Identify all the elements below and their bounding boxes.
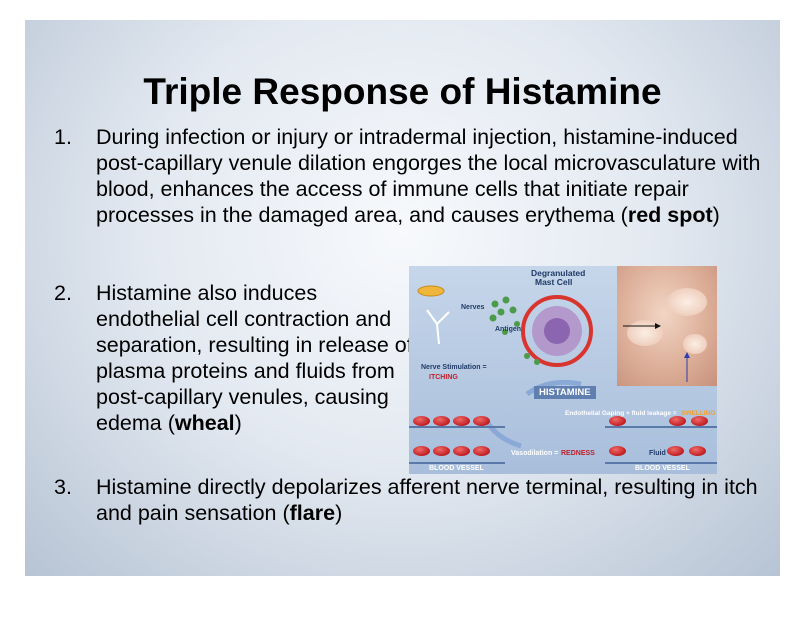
fluid-label: Fluid (649, 450, 666, 457)
list-number: 1. (54, 125, 72, 149)
blood-vessel-wall (409, 462, 505, 464)
red-blood-cell (433, 416, 450, 426)
histamine-label-box (534, 386, 596, 399)
text: ) (234, 411, 242, 435)
red-blood-cell (413, 446, 430, 456)
blood-vessel-wall (409, 426, 505, 428)
bold-term: flare (289, 501, 336, 525)
blood-vessel-label: BLOOD VESSEL (429, 465, 484, 472)
list-number: 2. (54, 281, 72, 305)
bold-term: wheal (174, 411, 235, 435)
blood-vessel-wall (605, 462, 717, 464)
text: ) (335, 501, 343, 525)
text: Histamine directly depolarizes afferent … (96, 475, 758, 525)
vasodilation-label: Vasodilation = (511, 450, 559, 457)
blood-vessel-wall (605, 426, 717, 428)
text: During infection or injury or intraderma… (96, 125, 761, 227)
nerves-label: Nerves (461, 304, 485, 311)
redness-arrow-icon (482, 416, 522, 449)
slide-title: Triple Response of Histamine (143, 71, 662, 112)
mast-cell-icon (521, 295, 593, 367)
text: Histamine also induces endothelial cell … (96, 281, 413, 435)
list-item-3: 3. Histamine directly depolarizes affere… (54, 474, 758, 534)
bold-term: red spot (627, 203, 713, 227)
swelling-label: SWELLING (681, 410, 716, 417)
nerve-ending-icon (417, 285, 445, 297)
histamine-granules-icon (489, 296, 540, 365)
red-blood-cell (473, 446, 490, 456)
list-text: Histamine directly depolarizes afferent … (96, 474, 761, 526)
red-blood-cell (433, 446, 450, 456)
list-number: 3. (54, 475, 72, 499)
redness-label: REDNESS (561, 450, 595, 457)
histamine-figure: Degranulated Mast Cell Nerves Antigen Ne… (409, 266, 717, 474)
list-item-1: 1. During infection or injury or intrade… (54, 124, 760, 254)
list-text: Histamine also induces endothelial cell … (96, 280, 416, 436)
antigen-label: Antigen (495, 326, 522, 333)
text: ) (712, 203, 720, 227)
nerve-stimulation-label: Nerve Stimulation = (421, 364, 487, 371)
red-blood-cell (453, 446, 470, 456)
itching-arrow-icon (525, 379, 582, 397)
red-blood-cell (413, 416, 430, 426)
wheal-spot (667, 288, 707, 316)
red-blood-cell (609, 416, 626, 426)
nerve-fiber-icon (426, 309, 450, 345)
mast-cell-label: Degranulated (531, 268, 586, 278)
blood-vessel-label: BLOOD VESSEL (635, 465, 690, 472)
itching-label: ITCHING (429, 374, 458, 381)
red-blood-cell (609, 446, 626, 456)
red-blood-cell (453, 416, 470, 426)
wheal-spot (683, 334, 707, 354)
red-blood-cell (691, 416, 708, 426)
red-blood-cell (667, 446, 684, 456)
mast-cell-label: Mast Cell (535, 277, 573, 287)
list-item-2: 2. Histamine also induces endothelial ce… (54, 280, 414, 462)
red-blood-cell (689, 446, 706, 456)
red-blood-cell (669, 416, 686, 426)
skin-photo (617, 266, 717, 386)
histamine-label: HISTAMINE (539, 387, 591, 398)
pointer-arrow-icon (623, 323, 690, 382)
slide: Triple Response of Histamine 1. During i… (25, 20, 780, 576)
list-text: During infection or injury or intraderma… (96, 124, 761, 228)
red-blood-cell (473, 416, 490, 426)
endothelial-label: Endothelial Gaping + fluid leakage = (565, 410, 677, 417)
